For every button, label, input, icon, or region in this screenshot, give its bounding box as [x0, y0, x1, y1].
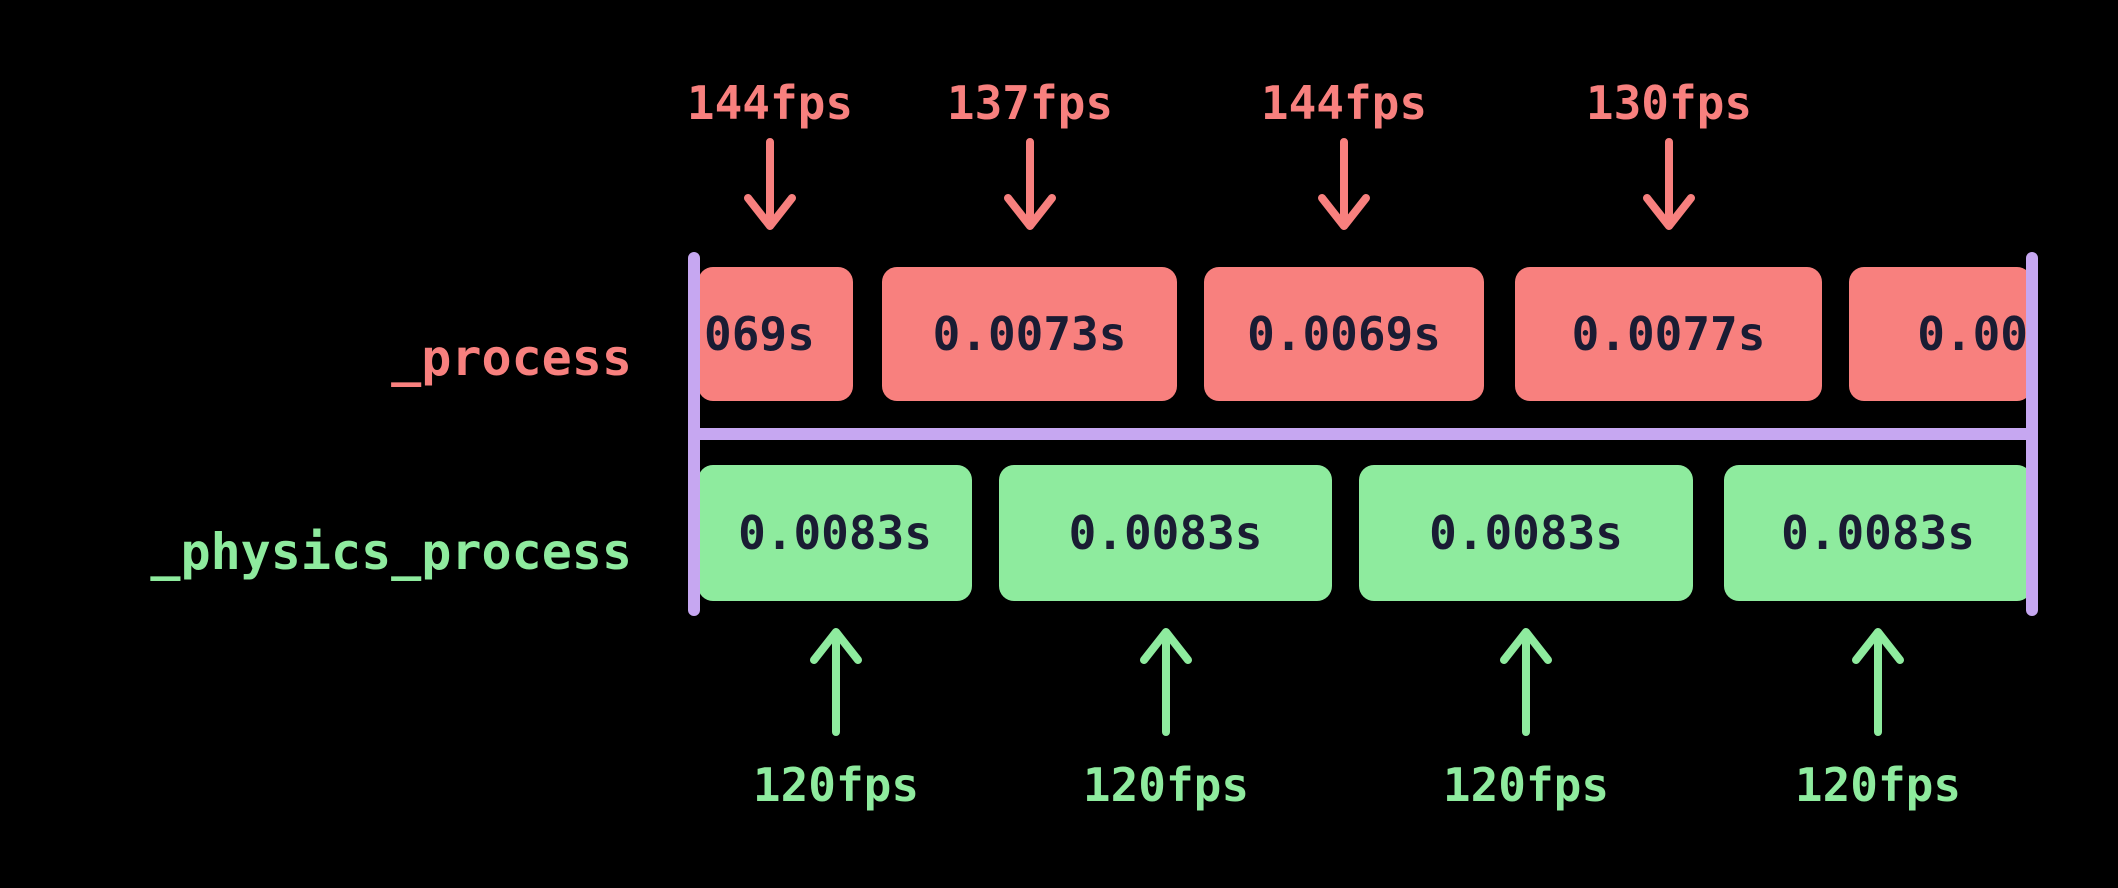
process-row-label: _process [391, 329, 632, 387]
timeline-axis-line [694, 428, 2032, 440]
frame-duration: 0.0083s [738, 506, 932, 560]
frame-duration: 0.0083s [1429, 506, 1623, 560]
physics-frame-box: 0.0083s [1359, 465, 1693, 601]
physics-fps-label: 120fps [1082, 758, 1250, 812]
process-frame-box: 0.0069s [1204, 267, 1484, 401]
down-arrow-icon [1000, 138, 1060, 234]
physics-fps-label: 120fps [1794, 758, 1962, 812]
down-arrow-icon [1314, 138, 1374, 234]
up-arrow-icon [806, 624, 866, 736]
physics-fps-label: 120fps [752, 758, 920, 812]
process-fps-label: 144fps [686, 76, 854, 130]
frame-duration: 069s [704, 307, 815, 361]
frame-duration: 0.00 [1917, 307, 2028, 361]
physics-frame-box: 0.0083s [999, 465, 1332, 601]
process-frame-box: 0.00 [1849, 267, 2032, 401]
process-frame-box: 0.0077s [1515, 267, 1822, 401]
process-fps-label: 144fps [1260, 76, 1428, 130]
up-arrow-icon [1136, 624, 1196, 736]
frame-duration: 0.0083s [1781, 506, 1975, 560]
frame-duration: 0.0083s [1068, 506, 1263, 560]
up-arrow-icon [1848, 624, 1908, 736]
up-arrow-icon [1496, 624, 1556, 736]
process-fps-label: 137fps [946, 76, 1114, 130]
process-frame-box: 0.0073s [882, 267, 1177, 401]
physics-row-label: _physics_process [150, 523, 632, 581]
process-fps-label: 130fps [1585, 76, 1753, 130]
frame-duration: 0.0073s [932, 307, 1127, 361]
physics-frame-box: 0.0083s [698, 465, 972, 601]
frame-duration: 0.0077s [1571, 307, 1766, 361]
timeline-start-bar [688, 252, 700, 616]
physics-fps-label: 120fps [1442, 758, 1610, 812]
frame-duration: 0.0069s [1247, 307, 1441, 361]
down-arrow-icon [740, 138, 800, 234]
physics-frame-box: 0.0083s [1724, 465, 2032, 601]
process-frame-box: 069s [698, 267, 853, 401]
down-arrow-icon [1639, 138, 1699, 234]
timeline-end-bar [2026, 252, 2038, 616]
